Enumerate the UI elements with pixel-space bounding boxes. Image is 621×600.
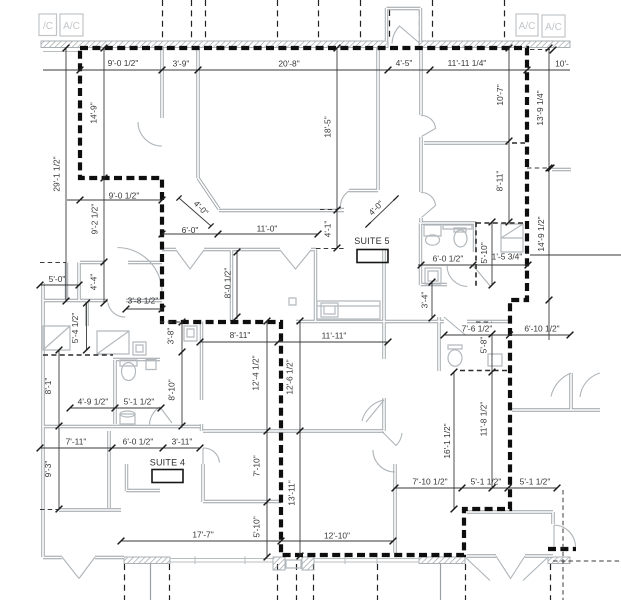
- dim-label: 14'-9 1/2": [536, 216, 546, 251]
- plumbing-fixture: [447, 349, 463, 367]
- ac-unit-box: [59, 13, 84, 37]
- dim-label: 12'-6 1/2": [285, 359, 295, 394]
- dim-label: 4'-1": [323, 221, 333, 238]
- dim-label: 29'-1 1/2": [52, 156, 62, 191]
- plumbing-fixture: [453, 229, 468, 248]
- dim-label: 18'-5": [323, 116, 333, 137]
- exterior-wall-hatch: [272, 556, 286, 571]
- dim-label: 9'-2 1/2": [90, 204, 100, 235]
- dim-label: 13'-9 1/4": [535, 90, 545, 125]
- exterior-walls: [40, 40, 571, 571]
- dim-label: 3'-11": [172, 437, 193, 447]
- plumbing-fixture: [120, 361, 137, 382]
- dim-label: 10'-7": [495, 84, 505, 105]
- ac-unit-box: [515, 13, 539, 37]
- exterior-wall-hatch: [123, 556, 171, 564]
- dimension-text: 9'-0 1/2" 3'-9" 20'-8" 4'-5" 11'-11 1/4"…: [43, 58, 569, 541]
- dim-label: 7'-11": [66, 437, 87, 447]
- exterior-wall-hatch: [301, 556, 315, 571]
- dim-label: 5'-0": [49, 274, 66, 284]
- dim-label: 10'-: [555, 59, 569, 69]
- dim-label: 3'-8 1/2": [128, 296, 159, 306]
- dim-label: 4'-0": [192, 198, 211, 217]
- ac-unit-label: A/C: [63, 21, 80, 32]
- dim-label: 5'-10": [479, 242, 489, 263]
- suite-boundary-dashed: [77, 45, 530, 558]
- dim-label: 5'-1 1/2": [124, 397, 155, 407]
- dim-label: 5'-4 1/2": [70, 313, 80, 344]
- dimension-lines: [36, 44, 621, 561]
- dim-label: 7'-10": [252, 455, 262, 476]
- dim-label: 3'-8": [166, 328, 176, 345]
- dim-label: 9'-3": [43, 461, 53, 478]
- interior-walls: [41, 6, 600, 564]
- door-swings: [61, 25, 601, 581]
- dim-label: 4'-5": [396, 58, 413, 68]
- dim-label: 6'-0 1/2": [433, 254, 464, 264]
- dim-label: 5'-10": [252, 516, 262, 537]
- exterior-wall-hatch: [418, 556, 466, 564]
- dim-label: 3'-9": [173, 59, 190, 69]
- dim-label: 6'-0": [182, 225, 199, 235]
- dim-label: 12'-4 1/2": [251, 355, 261, 390]
- ac-unit-box: [38, 13, 58, 37]
- lease-boundary: [40, 45, 621, 600]
- dim-label: 7'-10 1/2": [412, 477, 447, 487]
- dim-label: 17'-7": [192, 530, 213, 540]
- plumbing-fixture: [424, 234, 441, 246]
- dim-label: 8'-0 1/2": [223, 268, 233, 299]
- dim-label: 8'-11": [230, 330, 251, 340]
- dim-label: 11'-8 1/2": [479, 402, 489, 437]
- ac-unit-label: /C: [43, 21, 53, 32]
- dim-label: 8'-10": [167, 379, 177, 400]
- dim-label: 16'-1 1/2": [442, 423, 452, 458]
- suite-label: SUITE 4: [150, 458, 185, 468]
- ac-unit-label: A/C: [545, 22, 562, 33]
- dim-label: 1'-5 3/4": [492, 252, 523, 262]
- dim-label: 6'-10 1/2": [524, 324, 559, 334]
- dim-label: 4'-4": [89, 274, 99, 291]
- dim-label: 9'-0 1/2": [109, 191, 140, 201]
- suite-label-box: [151, 468, 184, 484]
- dim-label: 8'-11": [495, 171, 505, 192]
- dim-label: 11'-0": [257, 224, 278, 234]
- dim-label: 14'-9": [89, 102, 99, 123]
- plumbing-and-casework: [42, 223, 524, 569]
- dim-label: 12'-10": [324, 531, 350, 541]
- grid-lines: [123, 0, 552, 600]
- exterior-wall-hatch: [40, 40, 389, 48]
- dim-label: 20'-8": [278, 59, 299, 69]
- dim-label: 13'-11": [287, 480, 297, 505]
- dim-label: 5'-1 1/2": [471, 477, 502, 487]
- plumbing-fixture: [119, 410, 136, 418]
- ac-unit-label: A/C: [519, 21, 536, 32]
- dim-label: 4'-9 1/2": [78, 397, 109, 407]
- dim-label: 8'-1": [43, 378, 53, 395]
- dim-label: 11'-11 1/4": [448, 58, 487, 68]
- dim-label: 4'-0": [366, 198, 385, 217]
- dim-label: 5'-8": [479, 337, 489, 354]
- dim-label: 6'-0 1/2": [123, 437, 154, 447]
- suite-label: SUITE 5: [354, 236, 389, 246]
- dim-label: 7'-6 1/2": [462, 324, 493, 334]
- dim-label: 11'-11": [322, 331, 347, 341]
- dim-label: 9'-0 1/2": [108, 58, 139, 68]
- suite-label-box: [356, 248, 389, 264]
- ac-units: /C A/C A/C A/C: [38, 13, 566, 38]
- dim-label: 5'-1 1/2": [520, 477, 551, 487]
- suite-labels: SUITE 5 SUITE 4: [150, 236, 390, 484]
- dim-label: 3'-4": [420, 292, 430, 309]
- ac-unit-box: [541, 14, 566, 38]
- exterior-wall-hatch: [547, 556, 571, 564]
